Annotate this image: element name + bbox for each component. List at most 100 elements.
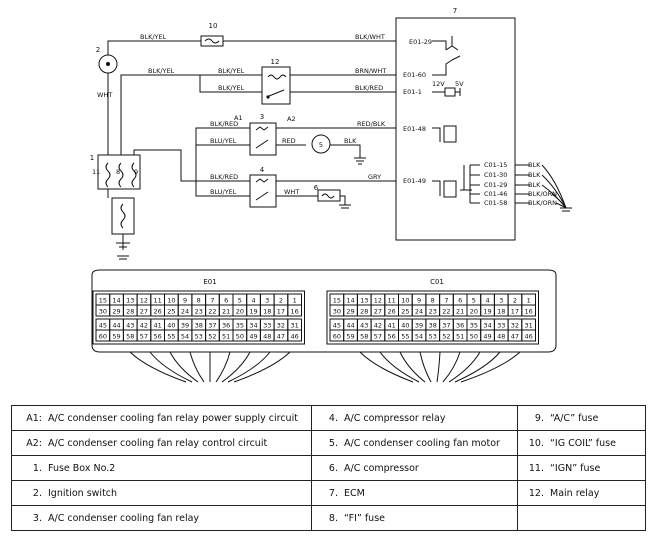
fuse-fi-number: 8 xyxy=(116,168,120,176)
wire-label-e01-1: BLK/RED xyxy=(355,84,383,92)
legend-text: A/C compressor relay xyxy=(344,412,446,424)
connector-pin-number: 39 xyxy=(181,321,189,329)
connector-pin-number: 8 xyxy=(431,296,435,304)
legend-text: Fuse Box No.2 xyxy=(48,462,116,474)
connector-pin-number: 55 xyxy=(167,332,175,340)
connector-frame xyxy=(326,290,539,345)
comp-relay-number: 4 xyxy=(260,166,265,174)
legend-row: A1:A/C condenser cooling fan relay power… xyxy=(11,405,646,431)
connector-pin-number: 50 xyxy=(236,332,244,340)
connector-pin-number: 54 xyxy=(181,332,189,340)
supply-12v: 12V xyxy=(432,80,445,88)
connector-pin-number: 25 xyxy=(167,307,175,315)
legend-key: 10. xyxy=(528,437,544,449)
gnd-wire-5: BLK/ORN xyxy=(528,199,557,207)
connector-pin-number: 15 xyxy=(99,296,107,304)
wire-label-blu-yel-a1: BLU/YEL xyxy=(210,137,237,145)
legend-key: 12. xyxy=(528,487,544,499)
connector-pin-number: 57 xyxy=(140,332,148,340)
fuse-box-number: 1 xyxy=(90,154,94,162)
connector-pin-number: 19 xyxy=(483,307,491,315)
ecm-pin-e01-48: E01-48 xyxy=(403,125,426,133)
legend-cell: 11.“IGN” fuse xyxy=(517,455,646,481)
legend-text: A/C condenser cooling fan relay power su… xyxy=(48,412,298,424)
connector-pin-number: 22 xyxy=(208,307,216,315)
legend-cell: 10.“IG COIL” fuse xyxy=(517,430,646,456)
connector-pin-number: 16 xyxy=(291,307,299,315)
connector-wire xyxy=(379,351,420,383)
connector-pin-number: 3 xyxy=(499,296,503,304)
connector-wire xyxy=(442,351,461,383)
connector-pin-number: 45 xyxy=(333,321,341,329)
connector-wire xyxy=(419,351,432,383)
connector-pin-number: 60 xyxy=(333,332,341,340)
connector-pin-number: 52 xyxy=(442,332,450,340)
connector-frame xyxy=(92,290,305,345)
connector-housing xyxy=(91,269,557,353)
legend-key: 8. xyxy=(328,512,338,524)
ecm-pin-e01-29: E01-29 xyxy=(409,38,432,46)
connector-pin-number: 20 xyxy=(470,307,478,315)
connector-pin-number: 6 xyxy=(458,296,462,304)
legend-key: 4. xyxy=(328,412,338,424)
legend-cell: 9.“A/C” fuse xyxy=(517,405,646,431)
connector-pin-cell xyxy=(521,304,536,317)
connector-pin-number: 27 xyxy=(140,307,148,315)
gnd-wire-2: BLK xyxy=(528,171,541,179)
wire-label-wht-comp: WHT xyxy=(284,188,299,196)
connector-wire xyxy=(189,351,205,383)
connector-pin-number: 9 xyxy=(417,296,421,304)
connector-pin-number: 9 xyxy=(183,296,187,304)
legend-table: A1:A/C condenser cooling fan relay power… xyxy=(11,405,646,531)
connector-pin-number: 7 xyxy=(444,296,448,304)
connector-wire xyxy=(359,351,414,383)
legend-cell: 12. Main relay xyxy=(517,480,646,506)
connector-pin-number: 26 xyxy=(154,307,162,315)
legend-text: A/C condenser cooling fan relay xyxy=(48,512,200,524)
connector-pin-number: 13 xyxy=(360,296,368,304)
legend-cell: 5.A/C condenser cooling fan motor xyxy=(311,430,518,456)
wire-label-e01-49: GRY xyxy=(368,173,381,181)
legend-text: Main relay xyxy=(550,487,600,499)
connector-pin-number: 21 xyxy=(456,307,464,315)
connector-wire xyxy=(448,351,481,383)
legend-row: A2:A/C condenser cooling fan relay contr… xyxy=(11,430,646,456)
connector-pin-number: 25 xyxy=(401,307,409,315)
cond-relay-number: 3 xyxy=(260,113,264,121)
connector-pin-number: 20 xyxy=(236,307,244,315)
compressor-symbol xyxy=(317,189,341,202)
connector-pin-number: 32 xyxy=(511,321,519,329)
connector-pin-number: 43 xyxy=(360,321,368,329)
connector-pin-number: 31 xyxy=(291,321,299,329)
legend-key: 7. xyxy=(328,487,338,499)
connector-pin-number: 3 xyxy=(265,296,269,304)
ecm-pin-e01-1: E01-1 xyxy=(403,88,422,96)
ecm-gnd-c01-15: C01-15 xyxy=(484,161,507,169)
connector-pin-number: 47 xyxy=(511,332,519,340)
connector-c01-title: C01 xyxy=(430,278,444,286)
wire-label-blk-yel-relay-2: BLK/YEL xyxy=(218,84,245,92)
connector-pin-number: 59 xyxy=(112,332,120,340)
connector-pin-number: 29 xyxy=(346,307,354,315)
wire-label-blk-yel-top: BLK/YEL xyxy=(140,33,167,41)
connector-wire xyxy=(215,351,231,383)
connector-pin-number: 7 xyxy=(210,296,214,304)
fuse-box-symbol xyxy=(97,154,141,190)
legend-cell xyxy=(517,505,646,531)
connector-pin-number: 59 xyxy=(346,332,354,340)
legend-text: “FI” fuse xyxy=(344,512,385,524)
connector-pin-number: 41 xyxy=(154,321,162,329)
connector-pin-number: 13 xyxy=(126,296,134,304)
ignition-switch-number: 2 xyxy=(96,46,100,54)
connector-pin-number: 42 xyxy=(140,321,148,329)
motor-number: 5 xyxy=(319,141,323,149)
wire-label-red: RED xyxy=(282,137,296,145)
connector-pin-number: 2 xyxy=(513,296,517,304)
connector-pin-number: 10 xyxy=(401,296,409,304)
fuse-ac-number: 9 xyxy=(134,168,138,176)
wire-label-e01-60: BRN/WHT xyxy=(355,67,386,75)
legend-key: 5. xyxy=(328,437,338,449)
connector-pin-number: 30 xyxy=(333,307,341,315)
legend-cell: 8. “FI” fuse xyxy=(311,505,518,531)
